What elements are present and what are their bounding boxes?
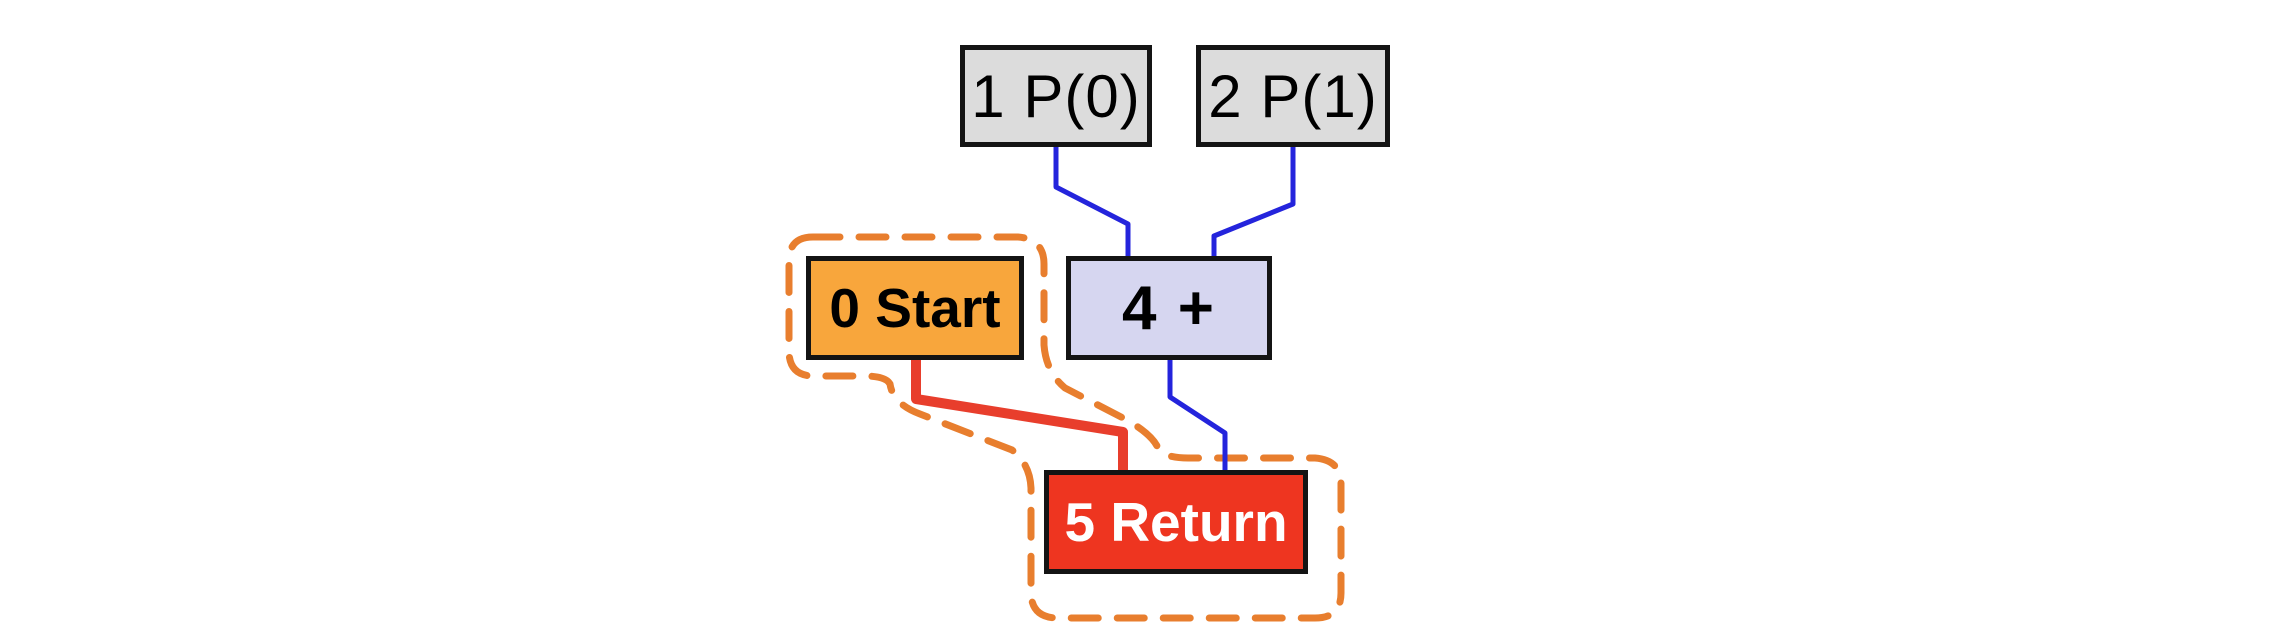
edge-p1-to-plus — [1211, 140, 1296, 262]
node-param-p0-label: 1 P(0) — [971, 62, 1141, 130]
node-start: 0 Start — [806, 256, 1024, 360]
edge-plus-to-return — [1167, 354, 1228, 476]
node-plus-operator: 4 + — [1066, 256, 1272, 360]
node-param-p0: 1 P(0) — [960, 45, 1152, 147]
node-param-p1-label: 2 P(1) — [1208, 62, 1378, 130]
node-return-label: 5 Return — [1064, 491, 1288, 553]
node-return: 5 Return — [1044, 470, 1308, 574]
node-start-label: 0 Start — [829, 277, 1001, 339]
node-plus-operator-label: 4 + — [1122, 273, 1216, 343]
node-param-p1: 2 P(1) — [1196, 45, 1390, 147]
edge-start-to-return — [911, 354, 1128, 476]
highlight-dashed-outline — [785, 233, 1345, 622]
edge-p0-to-plus — [1053, 140, 1131, 262]
